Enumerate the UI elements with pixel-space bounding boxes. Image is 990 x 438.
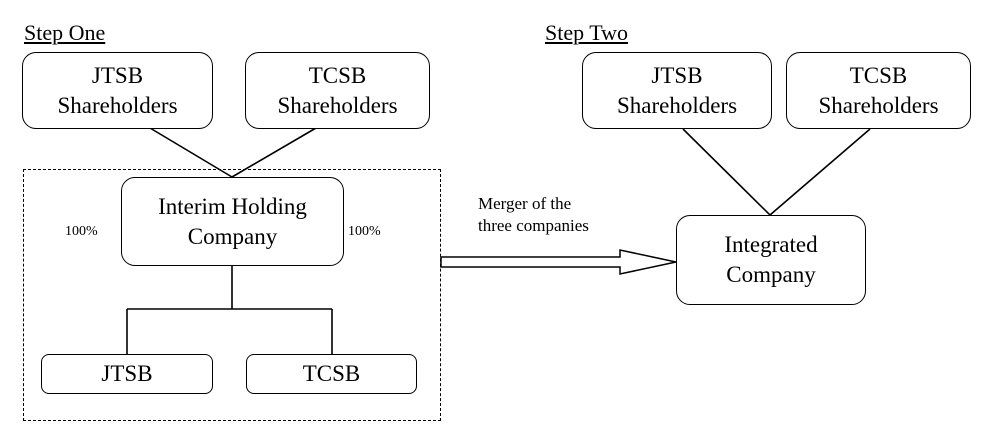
ownership-percent-left: 100%	[65, 224, 98, 239]
step-one-heading: Step One	[24, 20, 106, 45]
box-label-line: Shareholders	[277, 92, 398, 118]
line-jtsb-shareholders-to-holding	[149, 127, 233, 178]
tcsb-box: TCSB	[246, 354, 417, 394]
box-label: TCSB	[302, 361, 361, 386]
integrated-company-box: Integrated Company	[676, 215, 866, 305]
box-label-line: JTSB	[651, 62, 703, 88]
box-label-line: TCSB	[308, 62, 367, 88]
box-label-line: TCSB	[849, 62, 908, 88]
interim-holding-company-box: Interim Holding Company	[121, 177, 344, 266]
box-label-line: Shareholders	[57, 92, 178, 118]
line-jtsb-shareholders-to-integrated	[682, 128, 771, 216]
box-label-line: Interim Holding	[158, 193, 307, 219]
box-label-line: Company	[726, 262, 816, 287]
step-two-jtsb-shareholders-box: JTSB Shareholders	[582, 52, 772, 129]
box-label: JTSB	[101, 361, 153, 386]
arrow-label-line: three companies	[478, 216, 589, 235]
box-label-line: Integrated	[724, 232, 818, 257]
box-label-line: Shareholders	[818, 92, 939, 118]
box-label-line: JTSB	[91, 62, 144, 88]
arrow-label-line: Merger of the	[478, 194, 572, 213]
ownership-percent-right: 100%	[348, 224, 381, 239]
box-label-line: Company	[187, 223, 278, 249]
merger-arrow-label: Merger of the three companies	[478, 193, 589, 237]
step-one-tcsb-shareholders-box: TCSB Shareholders	[245, 52, 430, 129]
line-tcsb-shareholders-to-integrated	[769, 128, 871, 216]
merger-arrow	[440, 249, 677, 275]
box-label-line: Shareholders	[616, 92, 738, 118]
jtsb-box: JTSB	[41, 354, 213, 394]
interim-group-dashed-border	[23, 169, 441, 421]
step-one-jtsb-shareholders-box: JTSB Shareholders	[22, 52, 213, 129]
step-two-heading: Step Two	[545, 20, 629, 45]
step-two-tcsb-shareholders-box: TCSB Shareholders	[786, 52, 971, 129]
line-tcsb-shareholders-to-holding	[231, 127, 317, 178]
